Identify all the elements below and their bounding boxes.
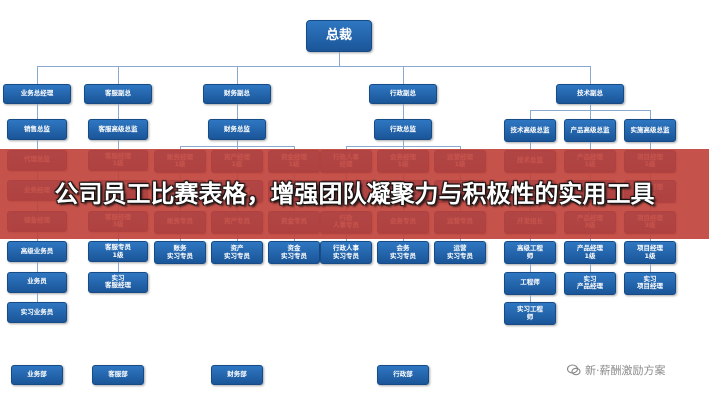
position-node: 实习 产品经理	[564, 271, 616, 295]
department-head-node: 技术副总	[556, 84, 624, 104]
connector-line	[37, 140, 38, 151]
connector-line	[403, 140, 404, 147]
connector-line	[403, 104, 404, 120]
connector-line	[346, 146, 347, 151]
department-node: 行政部	[377, 365, 429, 385]
position-node: 会务 实习专员	[377, 241, 429, 264]
connector-line	[118, 140, 119, 151]
connector-line	[590, 110, 591, 120]
connector-line	[590, 66, 591, 85]
position-node: 客服高级总监	[88, 119, 148, 140]
connector-line	[37, 66, 38, 85]
connector-line	[180, 146, 181, 151]
connector-line	[37, 66, 591, 67]
connector-line	[590, 264, 591, 273]
connector-line	[460, 146, 461, 151]
department-node: 客服部	[92, 365, 144, 385]
department-node: 业务部	[11, 365, 63, 385]
connector-line	[237, 104, 238, 120]
position-node: 技术高级总监	[504, 119, 556, 142]
connector-line	[339, 52, 340, 67]
connector-line	[118, 104, 119, 120]
banner-title: 公司员工比赛表格，增强团队凝聚力与积极性的实用工具	[54, 180, 655, 208]
position-node: 实习工程 师	[504, 302, 556, 325]
position-node: 高级工程 师	[504, 241, 556, 264]
position-node: 行政总监	[374, 119, 432, 140]
connector-line	[37, 262, 38, 273]
connector-line	[530, 110, 531, 120]
position-node: 实施高级总监	[624, 119, 676, 142]
department-head-node: 业务总经理	[3, 84, 71, 104]
connector-line	[530, 294, 531, 303]
position-node: 运营 实习专员	[434, 241, 486, 264]
position-node: 资产 实习专员	[211, 241, 263, 264]
position-node: 业务员	[7, 271, 67, 293]
connector-line	[237, 146, 238, 151]
connector-line	[650, 110, 651, 120]
connector-line	[403, 146, 404, 151]
position-node: 财务总监	[208, 119, 266, 140]
position-node: 实习 项目经理	[624, 271, 676, 295]
position-node: 客服专员 1级	[88, 241, 148, 262]
position-node: 产品高级总监	[564, 119, 616, 142]
position-node: 实习业务员	[7, 302, 67, 323]
top-node-president: 总裁	[306, 20, 372, 52]
position-node: 资金 实习专员	[268, 241, 320, 264]
connector-line	[530, 142, 531, 151]
connector-line	[590, 142, 591, 151]
department-head-node: 财务副总	[203, 84, 271, 104]
position-node: 行政人事 实习专员	[320, 241, 372, 264]
connector-line	[118, 66, 119, 85]
connector-line	[118, 262, 119, 273]
connector-line	[590, 104, 591, 111]
department-head-node: 行政副总	[369, 84, 437, 104]
position-node: 项目经理 1级	[624, 241, 676, 264]
connector-line	[237, 140, 238, 147]
connector-line	[37, 292, 38, 303]
connector-line	[37, 104, 38, 120]
connector-line	[294, 146, 295, 151]
department-node: 财务部	[211, 365, 263, 385]
connector-line	[650, 264, 651, 273]
position-node: 账务 实习专员	[154, 241, 206, 264]
connector-line	[237, 66, 238, 85]
position-node: 销售总监	[7, 119, 67, 140]
position-node: 工程师	[504, 271, 556, 295]
position-node: 高级业务员	[7, 241, 67, 262]
connector-line	[530, 264, 531, 273]
position-node: 实习 客服经理	[88, 271, 148, 293]
department-head-node: 客服副总	[84, 84, 152, 104]
wechat-icon	[567, 364, 581, 376]
position-node: 产品经理 1级	[564, 241, 616, 264]
connector-line	[403, 66, 404, 85]
watermark: 新·薪酬激励方案	[567, 362, 666, 378]
title-banner: 公司员工比赛表格，增强团队凝聚力与积极性的实用工具	[0, 149, 709, 239]
watermark-text: 新·薪酬激励方案	[585, 364, 666, 377]
connector-line	[650, 142, 651, 151]
